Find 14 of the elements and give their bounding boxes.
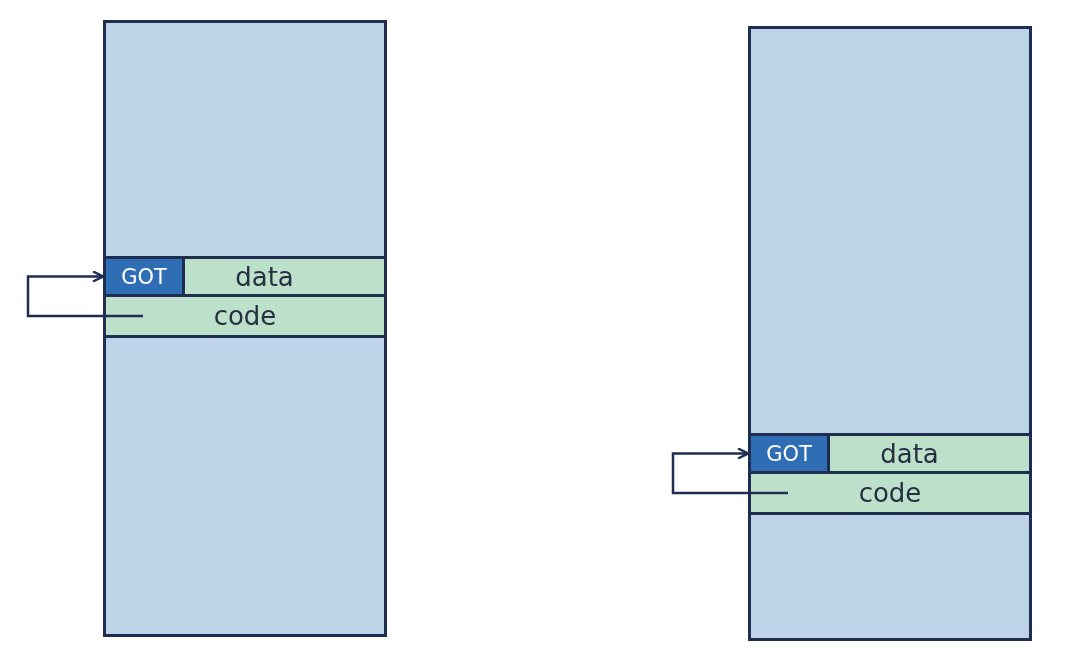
memory-segment bbox=[103, 294, 387, 338]
segment-label: data bbox=[880, 438, 939, 469]
arrow bbox=[671, 447, 788, 495]
memory-region bbox=[748, 26, 1032, 641]
arrow bbox=[26, 270, 143, 318]
segment-label: data bbox=[235, 261, 294, 292]
segment-label: code bbox=[858, 478, 922, 508]
memory-region bbox=[103, 20, 387, 637]
memory-segment bbox=[748, 471, 1032, 515]
segment-label: code bbox=[213, 301, 277, 331]
memory-segment bbox=[182, 256, 387, 297]
memory-segment bbox=[827, 433, 1032, 474]
segment-label: GOT bbox=[766, 441, 812, 466]
segment-label: GOT bbox=[121, 264, 167, 289]
